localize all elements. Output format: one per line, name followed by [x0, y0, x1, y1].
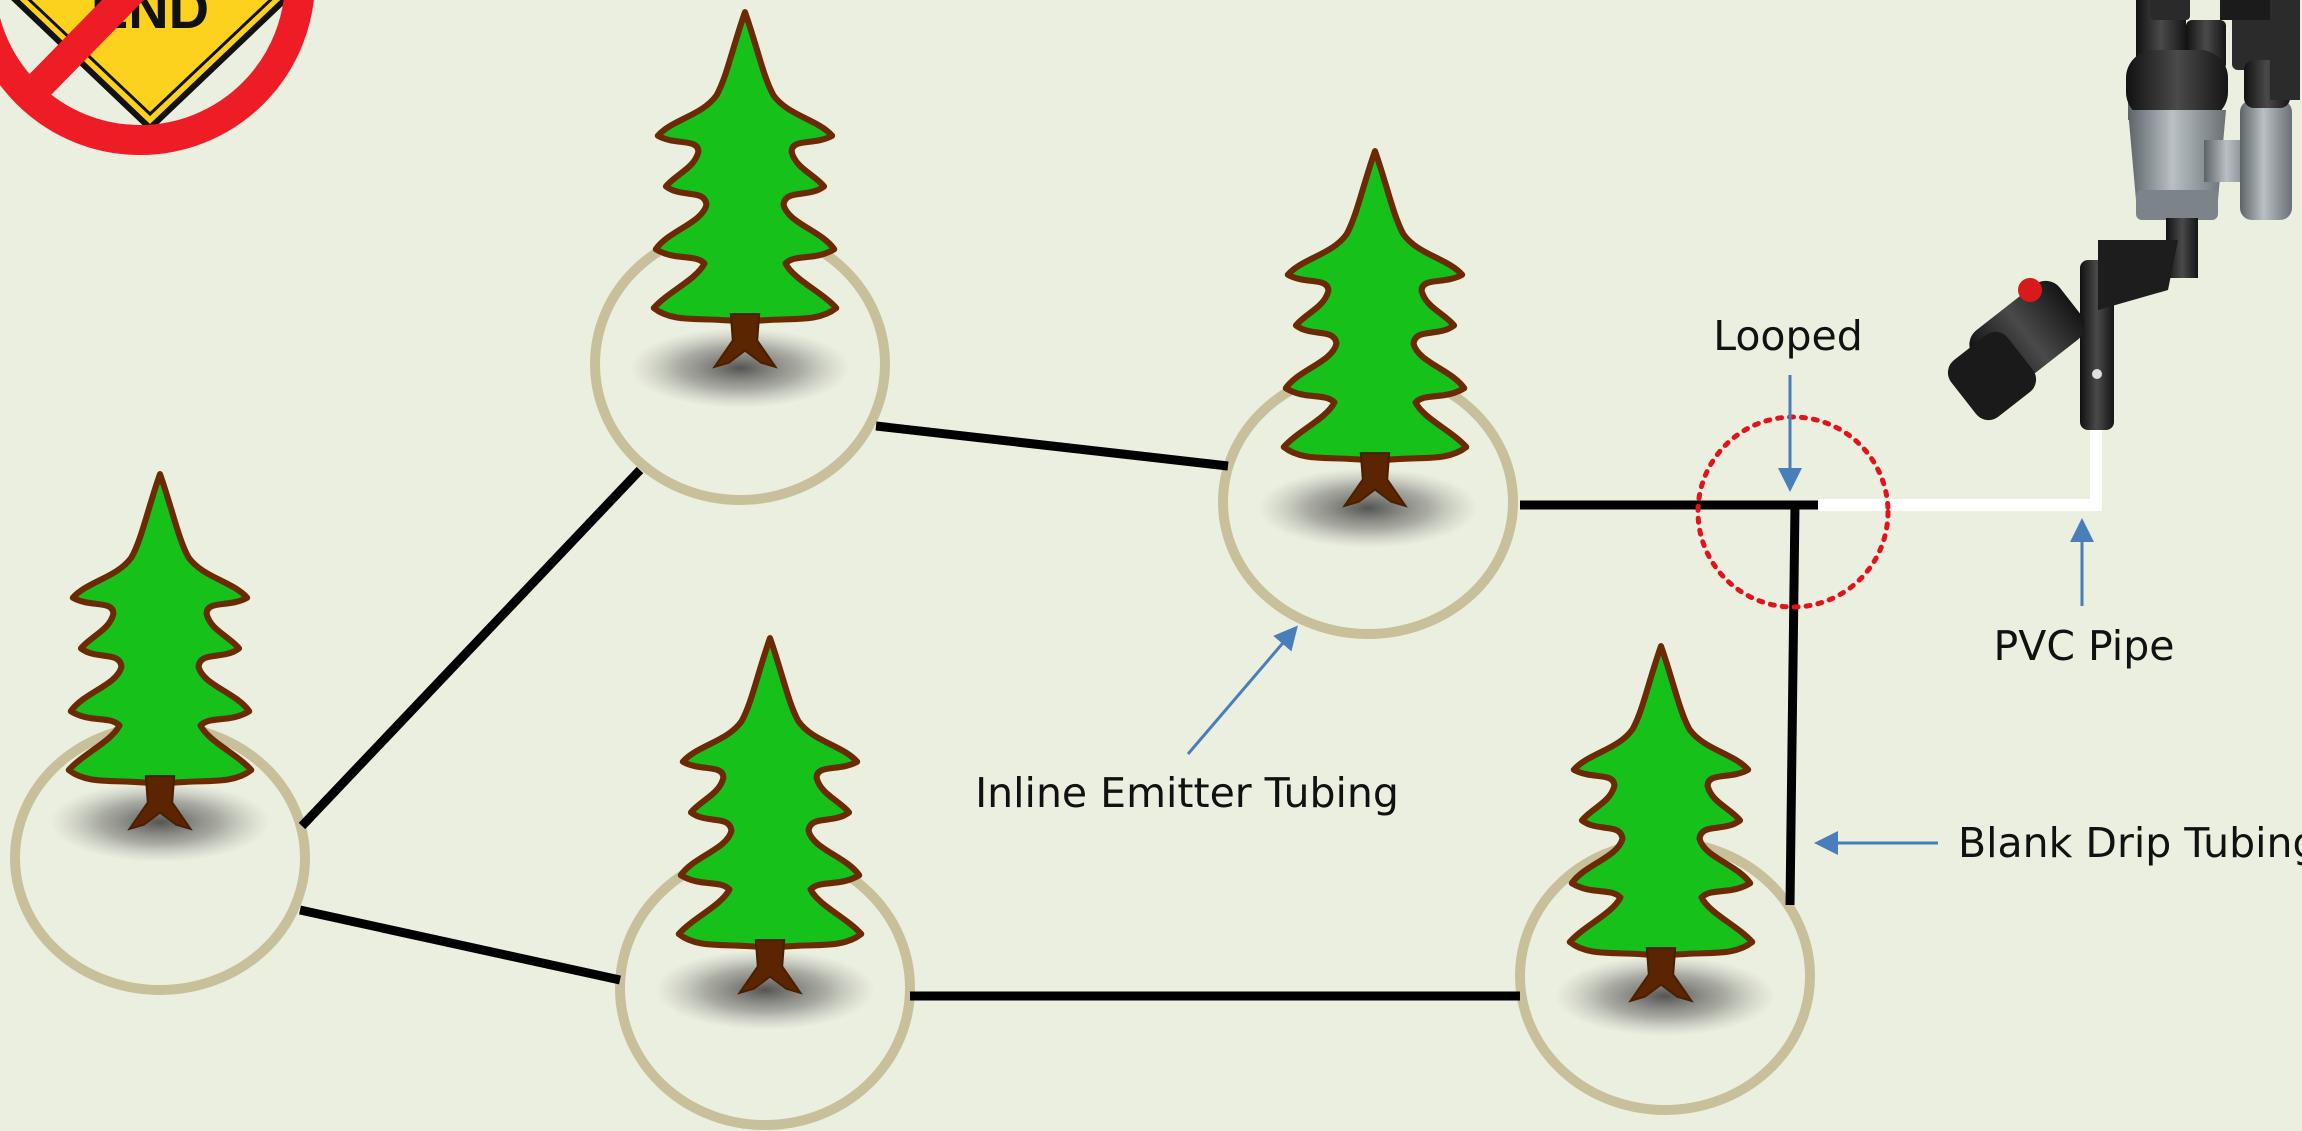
looped-label: Looped	[1713, 312, 1863, 360]
arrows	[1186, 375, 2094, 855]
pine-tree-icon	[654, 12, 836, 367]
trees	[69, 12, 1752, 1001]
no-dead-end-sign-icon: END	[0, 0, 314, 155]
loop-marker-circle	[1695, 414, 1891, 610]
inline-emitter-tubing	[298, 421, 1818, 1001]
tree-bases	[10, 223, 1815, 1130]
arrow-to-inline-emitter	[1186, 625, 1298, 755]
valve-filter-assembly-icon	[1947, 0, 2300, 430]
pine-tree-icon	[1284, 151, 1466, 506]
blank-drip-tubing	[1785, 504, 1800, 906]
pine-tree-icon	[679, 638, 861, 993]
pvc-pipe	[1818, 422, 2102, 511]
inline-emitter-tubing-label: Inline Emitter Tubing	[975, 769, 1399, 817]
pine-tree-icon	[69, 474, 251, 829]
pine-tree-icon	[1570, 646, 1752, 1001]
pvc-pipe-label: PVC Pipe	[1994, 622, 2175, 670]
blank-drip-tubing-label: Blank Drip Tubing	[1958, 819, 2302, 867]
